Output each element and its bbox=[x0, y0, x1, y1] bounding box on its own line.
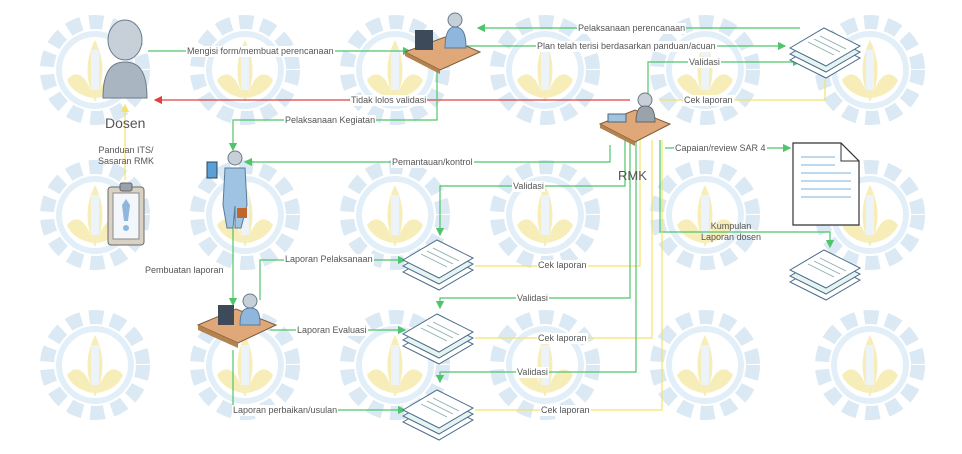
arrow-validasi-top bbox=[647, 57, 802, 108]
label-validasi-top: Validasi bbox=[688, 57, 721, 68]
standing-person-icon bbox=[206, 150, 248, 229]
label-laporan-perbaikan: Laporan perbaikan/usulan bbox=[232, 405, 339, 416]
rmk-desk-icon bbox=[598, 92, 672, 146]
label-cek-laporan-2: Cek laporan bbox=[537, 333, 588, 344]
label-panduan-its: Panduan ITS/ Sasaran RMK bbox=[97, 145, 155, 166]
label-tidak-lolos: Tidak lolos validasi bbox=[350, 95, 428, 106]
watermark-background bbox=[47, 22, 918, 413]
dosen-label: Dosen bbox=[105, 115, 146, 131]
label-mengisi-form: Mengisi form/membuat perencanaan bbox=[186, 46, 335, 57]
rmk-label: RMK bbox=[618, 168, 647, 183]
label-capaian-review: Capaian/review SAR 4 bbox=[674, 143, 767, 154]
desk-worker-bottom-icon bbox=[196, 293, 278, 348]
arrow-laporan-pelaksanaan bbox=[259, 255, 407, 300]
label-pelaksanaan-perencanaan: Pelaksanaan perencanaan bbox=[577, 23, 687, 34]
label-laporan-pelaksanaan: Laporan Pelaksanaan bbox=[284, 254, 374, 265]
sar-document-icon bbox=[792, 142, 860, 226]
document-stack-top-icon bbox=[789, 27, 861, 79]
label-pelaksanaan-kegiatan: Pelaksanaan Kegiatan bbox=[284, 115, 377, 126]
label-cek-laporan-1: Cek laporan bbox=[537, 260, 588, 271]
label-kumpulan-laporan: Kumpulan Laporan dosen bbox=[700, 221, 762, 242]
desk-worker-top-icon bbox=[403, 12, 482, 74]
label-cek-laporan-top: Cek laporan bbox=[683, 95, 734, 106]
arrow-cek-2 bbox=[475, 140, 653, 339]
arrow-cek-1 bbox=[475, 140, 641, 267]
label-pembuatan-laporan: Pembuatan laporan bbox=[145, 265, 224, 275]
clipboard-icon bbox=[107, 182, 145, 246]
label-cek-laporan-3: Cek laporan bbox=[540, 405, 591, 416]
arrow-pemantauan bbox=[243, 145, 611, 167]
label-validasi-1: Validasi bbox=[512, 181, 545, 192]
label-validasi-3: Validasi bbox=[516, 367, 549, 378]
arrow-kumpulan bbox=[659, 140, 835, 249]
label-validasi-2: Validasi bbox=[516, 293, 549, 304]
label-plan-terisi: Plan telah terisi berdasarkan panduan/ac… bbox=[536, 41, 717, 52]
label-pemantauan: Pemantauan/kontrol bbox=[391, 157, 474, 168]
arrow-cek-3 bbox=[475, 140, 663, 411]
label-laporan-evaluasi: Laporan Evaluasi bbox=[296, 325, 368, 336]
dosen-icon bbox=[102, 19, 148, 99]
